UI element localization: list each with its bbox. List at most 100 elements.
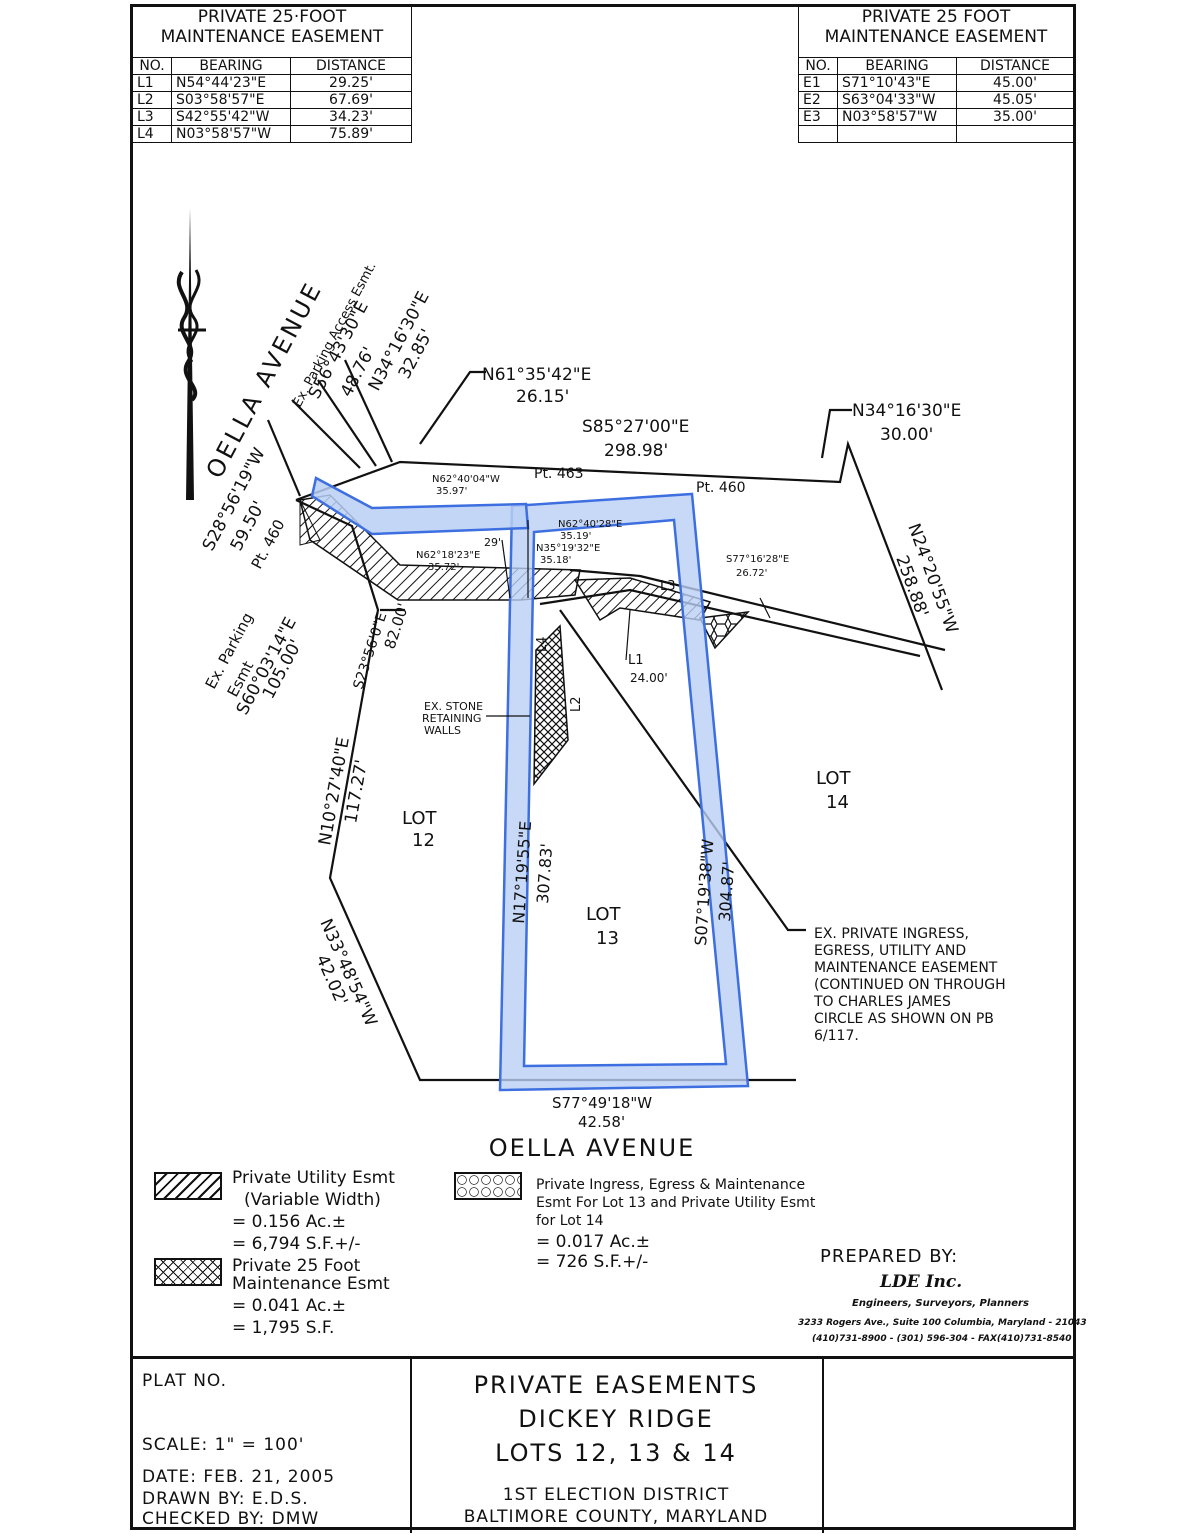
company-logo: LDE Inc.: [880, 1272, 963, 1292]
prepared-label: PREPARED BY:: [820, 1246, 959, 1267]
dist-26-72: 26.72': [736, 568, 767, 579]
legend-ingress-4: = 0.017 Ac.±: [536, 1232, 651, 1252]
title-block: PLAT NO. SCALE: 1" = 100' DATE: FEB. 21,…: [130, 1356, 1076, 1533]
line-l4: L4: [535, 636, 550, 652]
dist-30: 30.00': [880, 425, 933, 445]
bearing-n35: N35°19'32"E: [536, 543, 600, 554]
lot12-num: 12: [412, 830, 435, 851]
title-line-2: DICKEY RIDGE: [518, 1405, 714, 1433]
lot13-easement: [498, 492, 750, 1092]
right-table-title2: MAINTENANCE EASEMENT: [798, 27, 1074, 58]
dist-24: 24.00': [630, 671, 668, 685]
lot13-num: 13: [596, 928, 619, 949]
drawing-frame: [130, 4, 1076, 1530]
lot13-label: LOT: [586, 904, 622, 925]
dist-35-19: 35.19': [560, 531, 591, 542]
dist-42-58: 42.58': [578, 1113, 625, 1131]
drawn-by: DRAWN BY: E.D.S.: [142, 1489, 309, 1509]
bearing-s23: S23°56'0"E: [351, 611, 391, 692]
title-block-info: PLAT NO. SCALE: 1" = 100' DATE: FEB. 21,…: [130, 1359, 412, 1533]
company-tagline: Engineers, Surveyors, Planners: [852, 1298, 1029, 1309]
maintenance-easement: [533, 624, 569, 787]
ingress-note: EX. PRIVATE INGRESS, EGRESS, UTILITY AND…: [813, 926, 1006, 1044]
svg-text:EX. PRIVATE INGRESS,: EX. PRIVATE INGRESS,: [814, 926, 969, 942]
bearing-n34b: N34°16'30"E: [852, 401, 961, 421]
legend-maint-swatch: [154, 1258, 222, 1286]
dist-304: 304.87': [715, 861, 738, 923]
bearing-s77b: S77°49'18"W: [552, 1094, 652, 1112]
left-table-title2: MAINTENANCE EASEMENT: [132, 27, 412, 58]
walls-label-1: EX. STONE: [424, 700, 483, 713]
scale: SCALE: 1" = 100': [142, 1435, 305, 1455]
left-table-header: NO. BEARING DISTANCE: [132, 57, 412, 75]
walls-label-3: WALLS: [424, 724, 461, 737]
legend-utility-3: = 0.156 Ac.±: [232, 1212, 347, 1232]
legend-ingress-swatch: [454, 1172, 522, 1200]
lot14-num: 14: [826, 792, 849, 813]
legend-utility-swatch: [154, 1172, 222, 1200]
dist-35-18: 35.18': [540, 555, 571, 566]
legend-maint-2: Maintenance Esmt: [232, 1274, 390, 1294]
legend-ingress-1: Private Ingress, Egress & Maintenance: [536, 1177, 806, 1193]
title-line-3: LOTS 12, 13 & 14: [495, 1439, 737, 1467]
legend-ingress-5: = 726 S.F.+/-: [536, 1252, 649, 1272]
title-block-title: PRIVATE EASEMENTS DICKEY RIDGE LOTS 12, …: [410, 1359, 824, 1533]
street-bottom: OELLA AVENUE: [489, 1134, 696, 1162]
legend-utility-1: Private Utility Esmt: [232, 1168, 395, 1188]
walls-label-2: RETAINING: [422, 712, 481, 725]
dist-35-97: 35.97': [436, 486, 467, 497]
dist-35-72: 35.72': [428, 562, 459, 573]
left-curve-table: PRIVATE 25·FOOT MAINTENANCE EASEMENT NO.…: [132, 6, 412, 143]
svg-text:MAINTENANCE EASEMENT: MAINTENANCE EASEMENT: [814, 960, 998, 976]
dist-26-15: 26.15': [516, 387, 569, 407]
bearing-n62a: N62°40'04"W: [432, 474, 500, 485]
svg-text:TO CHARLES JAMES: TO CHARLES JAMES: [813, 994, 951, 1010]
svg-text:(CONTINUED ON THROUGH: (CONTINUED ON THROUGH: [814, 977, 1006, 993]
legend-maint-1: Private 25 Foot: [232, 1256, 361, 1276]
checked-by: CHECKED BY: DMW: [142, 1509, 320, 1529]
bearing-n62c: N62°18'23"E: [416, 550, 480, 561]
legend-ingress-3: for Lot 14: [536, 1213, 604, 1229]
bearing-n61: N61°35'42"E: [482, 365, 591, 385]
title-line-1: PRIVATE EASEMENTS: [473, 1371, 759, 1399]
right-curve-table: PRIVATE 25 FOOT MAINTENANCE EASEMENT NO.…: [798, 6, 1074, 143]
right-table-title1: PRIVATE 25 FOOT: [798, 6, 1074, 27]
bearing-s77a: S77°16'28"E: [726, 554, 789, 565]
lot14-label: LOT: [816, 768, 852, 789]
pt-460-right: Pt. 460: [696, 480, 746, 496]
pt-463: Pt. 463: [534, 466, 584, 482]
dist-29: 29': [484, 536, 501, 549]
legend-maint-3: = 0.041 Ac.±: [232, 1296, 347, 1316]
legend-ingress-2: Esmt For Lot 13 and Private Utility Esmt: [536, 1195, 816, 1211]
left-table-title1: PRIVATE 25·FOOT: [132, 6, 412, 27]
plat-no: PLAT NO.: [142, 1371, 228, 1391]
district: 1ST ELECTION DISTRICT: [502, 1485, 730, 1505]
north-arrow-icon: [176, 208, 206, 500]
bearing-s85: S85°27'00"E: [582, 417, 689, 437]
date: DATE: FEB. 21, 2005: [142, 1467, 336, 1487]
dist-307: 307.83': [533, 843, 556, 905]
legend-utility-2: (Variable Width): [244, 1190, 381, 1210]
line-l1: L1: [628, 653, 644, 668]
svg-text:CIRCLE AS SHOWN ON PB: CIRCLE AS SHOWN ON PB: [814, 1011, 994, 1027]
lot12-label: LOT: [402, 808, 438, 829]
dist-298: 298.98': [604, 441, 668, 461]
right-table-header: NO. BEARING DISTANCE: [798, 57, 1074, 75]
ingress-easement: [698, 611, 750, 650]
line-l3: L3: [660, 579, 676, 594]
svg-text:6/117.: 6/117.: [814, 1028, 859, 1044]
legend-utility-4: = 6,794 S.F.+/-: [232, 1234, 361, 1254]
company-address: 3233 Rogers Ave., Suite 100 Columbia, Ma…: [798, 1318, 1087, 1328]
county: BALTIMORE COUNTY, MARYLAND: [463, 1507, 769, 1527]
bearing-n62b: N62°40'28"E: [558, 519, 622, 530]
line-l2: L2: [569, 696, 584, 712]
svg-text:EGRESS, UTILITY AND: EGRESS, UTILITY AND: [814, 943, 966, 959]
table-row: [798, 125, 1074, 143]
legend-maint-4: = 1,795 S.F.: [232, 1318, 335, 1338]
